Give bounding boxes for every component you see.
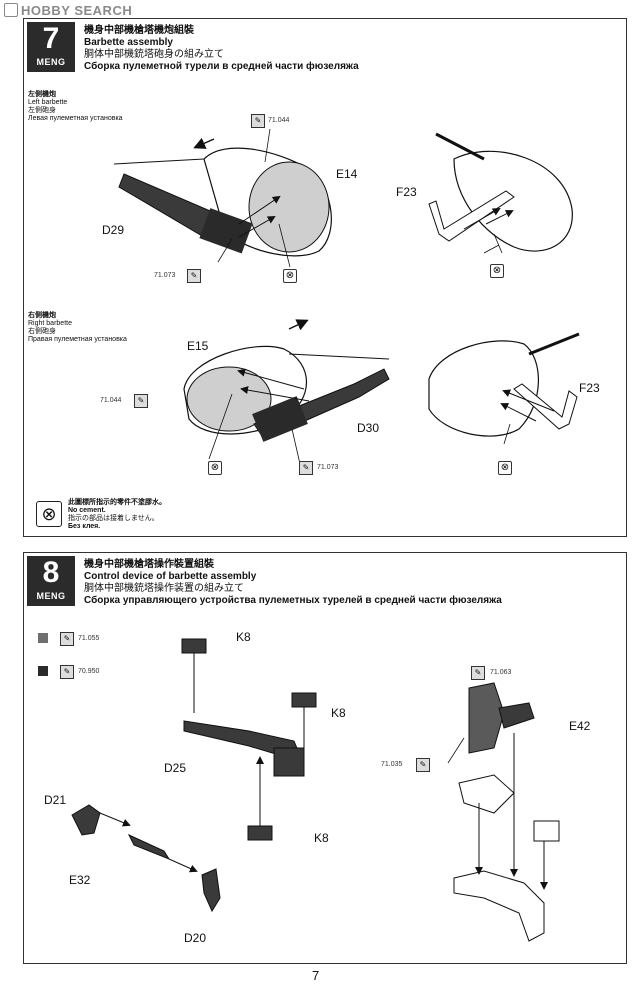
no-cement-note: 此圖標所指示的零件不塗膠水。 No cement. 指示の部品は接着しません。 … (68, 499, 166, 530)
legend-code: 71.055 (78, 635, 100, 642)
no-cement-icon: ⊗ (208, 461, 222, 475)
left-gun-d29 (118, 173, 253, 254)
part-label-e42: E42 (569, 719, 591, 733)
step-8-illustration (71, 638, 560, 942)
paint-code: 71.044 (100, 397, 122, 404)
part-label-d25: D25 (164, 761, 187, 775)
paint-code: 71.073 (154, 272, 176, 279)
part-label-k8-right: K8 (331, 706, 346, 720)
title-zh: 機身中部機槍塔操作裝置組裝 (84, 559, 214, 570)
watermark-logo-icon (4, 3, 18, 17)
brush-icon: ✎ (299, 461, 313, 475)
brush-icon: ✎ (416, 758, 430, 772)
part-label-d21: D21 (44, 793, 67, 807)
legend-code: 70.950 (78, 668, 100, 675)
right-barbette-caption: 右側機炮 Right barbette 右側砲身 Правая пулеметн… (28, 312, 127, 343)
brush-icon: ✎ (471, 666, 485, 680)
step-number: 7 (42, 22, 60, 55)
no-cement-legend-icon: ⊗ (36, 501, 62, 527)
part-label-f23-upper: F23 (396, 185, 417, 199)
part-label-f23-lower: F23 (579, 381, 600, 395)
title-en: Barbette assembly (84, 37, 173, 48)
part-label-d29: D29 (102, 223, 125, 237)
right-gun-d30 (252, 368, 390, 442)
control-linkage-d25 (181, 638, 317, 841)
part-label-e14: E14 (336, 167, 358, 181)
title-en: Control device of barbette assembly (84, 571, 257, 582)
part-label-k8-bottom: K8 (314, 831, 329, 845)
title-zh: 機身中部機槍塔機炮組裝 (84, 25, 194, 36)
step-8-header: 機身中部機槍塔操作裝置組裝 Control device of barbette… (84, 559, 502, 607)
part-label-k8-top: K8 (236, 630, 251, 644)
brush-icon: ✎ (251, 114, 265, 128)
left-barbette-caption: 左側機炮 Left barbette 左側砲身 Левая пулеметная… (28, 91, 123, 122)
no-cement-icon: ⊗ (498, 461, 512, 475)
part-label-d20: D20 (184, 931, 207, 945)
brand-logo: MENG (36, 57, 66, 67)
step-7-badge: 7 MENG (27, 22, 75, 72)
lever-assembly-d21-e32-d20 (71, 804, 221, 913)
step-number: 8 (42, 556, 60, 589)
brand-logo: MENG (36, 591, 66, 601)
step-7-header: 機身中部機槍塔機炮組裝 Barbette assembly 胴体中部機銃塔砲身の… (84, 25, 359, 73)
title-jp: 胴体中部機銃塔操作装置の組み立て (84, 583, 244, 594)
brush-icon: ✎ (187, 269, 201, 283)
part-label-e32: E32 (69, 873, 91, 887)
color-swatch-71055 (38, 633, 48, 643)
step-7-illustration (54, 128, 594, 490)
brush-icon: ✎ (60, 665, 74, 679)
no-cement-icon: ⊗ (490, 264, 504, 278)
step-8-badge: 8 MENG (27, 556, 75, 606)
part-label-d30: D30 (357, 421, 380, 435)
title-ru: Сборка управляющего устройства пулеметны… (84, 595, 502, 606)
title-ru: Сборка пулеметной турели в средней части… (84, 61, 359, 72)
paint-code: 71.035 (381, 761, 403, 768)
paint-code: 71.044 (268, 117, 290, 124)
control-mechanism-e42 (447, 682, 560, 942)
step-7-panel: 7 MENG 機身中部機槍塔機炮組裝 Barbette assembly 胴体中… (23, 18, 627, 537)
housing-view-upper (428, 132, 573, 254)
paint-code: 71.073 (317, 464, 339, 471)
title-jp: 胴体中部機銃塔砲身の組み立て (84, 49, 224, 60)
watermark: HOBBY SEARCH (4, 3, 132, 18)
page-number: 7 (312, 968, 320, 983)
brush-icon: ✎ (60, 632, 74, 646)
housing-view-lower (428, 332, 580, 445)
paint-code: 71.063 (490, 669, 512, 676)
no-cement-icon: ⊗ (283, 269, 297, 283)
color-swatch-70950 (38, 666, 48, 676)
part-label-e15: E15 (187, 339, 209, 353)
step-8-panel: 8 MENG 機身中部機槍塔操作裝置組裝 Control device of b… (23, 552, 627, 964)
brush-icon: ✎ (134, 394, 148, 408)
